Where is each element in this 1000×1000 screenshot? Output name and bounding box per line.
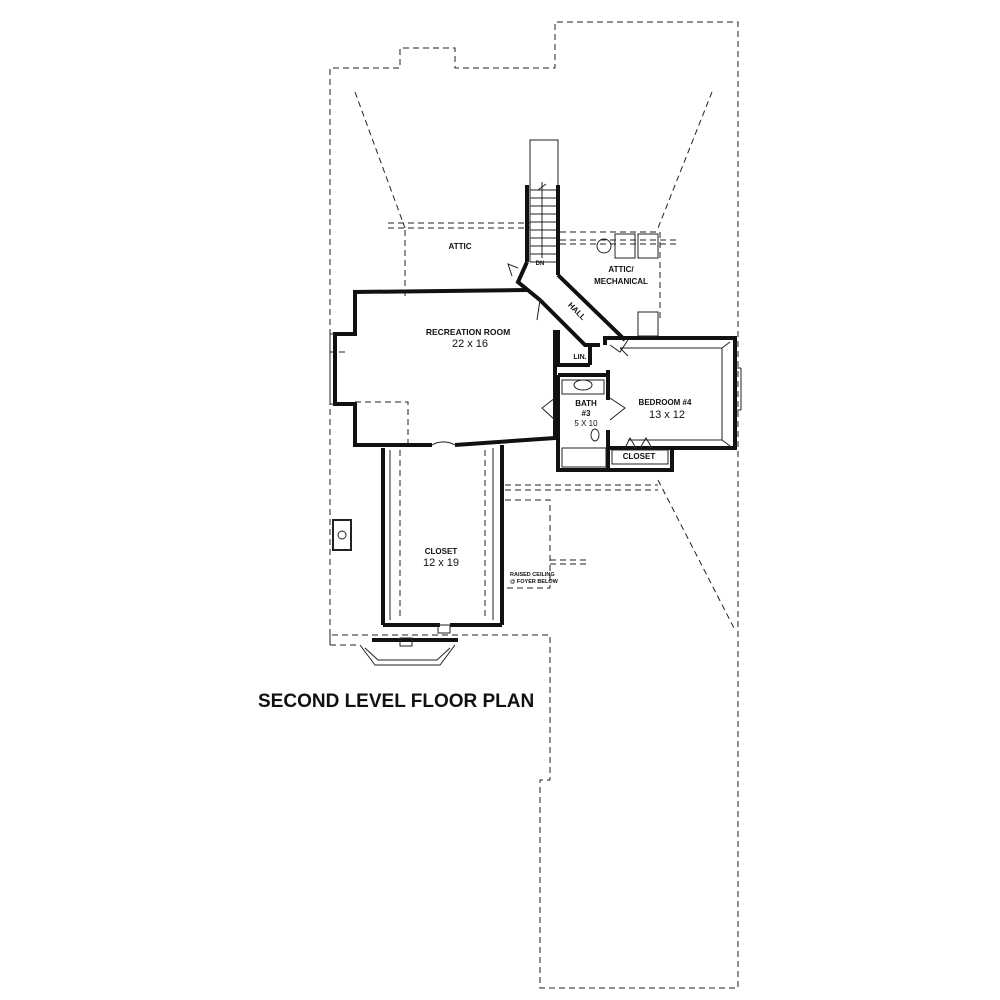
roof-outline	[329, 21, 739, 989]
closet-name: CLOSET	[425, 547, 458, 556]
attic-label: ATTIC	[449, 242, 472, 251]
bedroom-4-size: 13 x 12	[649, 409, 685, 421]
linen-label: LIN.	[573, 354, 586, 361]
raised-ceiling-note-line2: @ FOYER BELOW	[510, 579, 559, 585]
bath-3-name: BATH	[575, 399, 597, 408]
staircase	[529, 139, 559, 263]
attic-mechanical-label-line2: MECHANICAL	[594, 277, 648, 286]
recreation-room-name: RECREATION ROOM	[426, 327, 510, 337]
plan-title: SECOND LEVEL FLOOR PLAN	[258, 691, 534, 712]
walls	[333, 185, 737, 642]
bath-3-number: #3	[582, 409, 591, 418]
hall-label: HALL	[566, 301, 588, 323]
recreation-room-size: 22 x 16	[452, 338, 488, 350]
room-labels: ATTIC ATTIC/ MECHANICAL HALL DN LIN. REC…	[423, 242, 692, 585]
attic-mechanical-label-line1: ATTIC/	[608, 265, 634, 274]
closet-size: 12 x 19	[423, 557, 459, 569]
bath-3-size: 5 X 10	[574, 419, 598, 428]
fixtures	[329, 233, 742, 666]
bedroom-closet-label: CLOSET	[623, 452, 656, 461]
bedroom-4-name: BEDROOM #4	[639, 398, 692, 407]
stair-down-label: DN	[536, 261, 545, 267]
raised-ceiling-note-line1: RAISED CEILING	[510, 572, 555, 578]
